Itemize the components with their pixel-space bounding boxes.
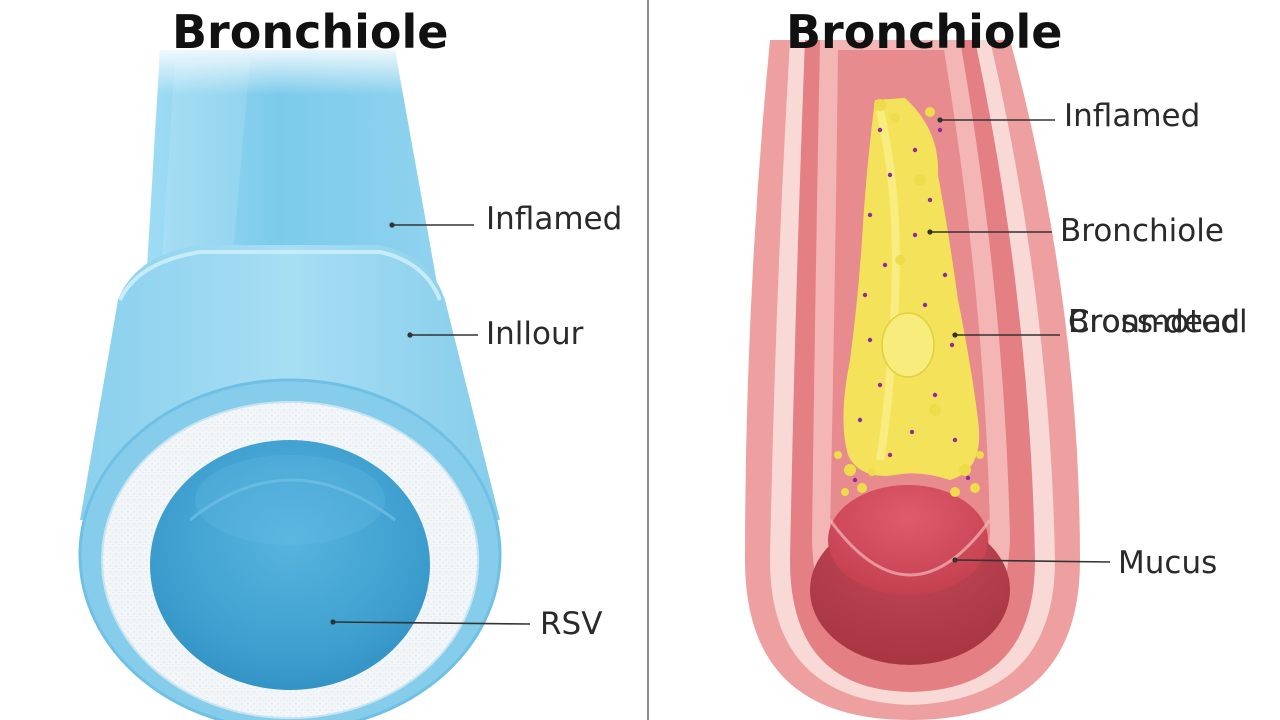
label-inflamed-right: Inflamed [1064, 98, 1201, 134]
label-inllour: Inllour [486, 316, 584, 352]
label-rsv: RSV [540, 606, 603, 642]
left-panel-title: Bronchiole [172, 5, 449, 59]
label-mucus: Mucus [1118, 545, 1218, 581]
panel-divider [647, 0, 649, 720]
label-bronmoted-line1: Bronmoted [1068, 304, 1241, 340]
inflamed-bronchiole-illustration [650, 0, 1280, 720]
healthy-bronchiole-illustration [78, 50, 531, 720]
right-panel-title: Bronchiole [786, 5, 1063, 59]
label-bronmoted-line2: Cross-deacl [1068, 304, 1248, 340]
label-bronchiole: Bronchiole [1060, 213, 1224, 249]
label-inflamed-left: Inflamed [486, 201, 623, 237]
